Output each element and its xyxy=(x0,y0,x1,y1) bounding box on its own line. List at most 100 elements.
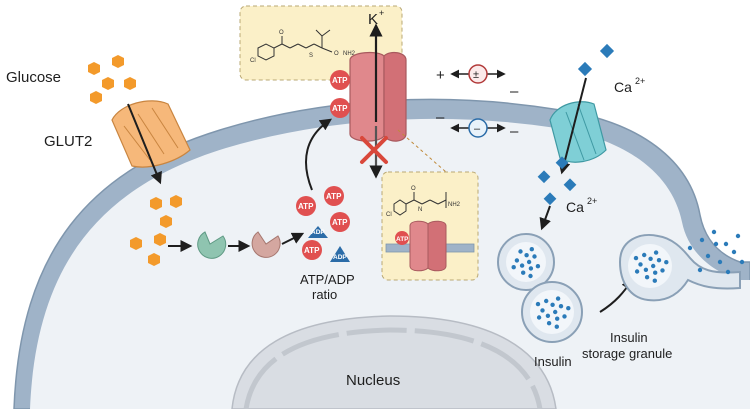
k-ion-label: K xyxy=(368,11,378,28)
adp-badge-text: ADP xyxy=(311,229,325,236)
adp-triangle xyxy=(330,246,350,262)
chem-o-atom: O xyxy=(334,51,339,57)
atp-badge-text: ATP xyxy=(396,236,409,243)
glucose-hexagon xyxy=(154,233,166,246)
glucose-hexagon xyxy=(148,253,160,266)
glucose-molecules-inside xyxy=(130,195,182,266)
insulin-dot xyxy=(528,273,533,279)
plus-sign: + xyxy=(436,67,445,84)
granule-label: storage granule xyxy=(582,346,672,361)
insulin-dot xyxy=(555,296,561,301)
released-insulin-dot xyxy=(731,249,737,255)
glut2-transporter xyxy=(111,100,191,168)
glucose-hexagon xyxy=(150,197,162,210)
glucose-entry-arrow xyxy=(127,103,162,185)
insulin-dot xyxy=(546,321,552,326)
atp-circle xyxy=(330,70,350,90)
insulin-dot xyxy=(545,313,551,318)
released-insulin-dot xyxy=(699,237,705,243)
atp-badge-text: ATP xyxy=(332,76,348,85)
ca-ion xyxy=(577,61,593,77)
arrow-to-atp xyxy=(281,232,305,245)
adp-triangle xyxy=(308,226,328,238)
released-insulin-dot xyxy=(711,229,717,235)
insulin-dot xyxy=(519,263,525,268)
ca-to-granule-arrow xyxy=(539,205,551,231)
insulin-dot xyxy=(566,306,571,311)
released-insulin-dot xyxy=(717,259,723,265)
minus-symbol: – xyxy=(474,123,481,135)
mini-katp-channel xyxy=(427,220,447,272)
insulin-dot xyxy=(536,315,542,320)
insulin-dot xyxy=(562,314,567,319)
insulin-dot xyxy=(648,256,653,261)
chem-s: S xyxy=(309,53,313,59)
insulin-dot xyxy=(535,264,541,269)
insulin-granule-2 xyxy=(521,281,583,343)
glucose-hexagon xyxy=(124,77,136,90)
k-ion-charge: + xyxy=(379,8,384,18)
insulin-dot xyxy=(633,255,639,261)
atp-circle xyxy=(324,186,344,206)
insulin-dot xyxy=(540,308,545,313)
insulin-dot xyxy=(511,265,516,270)
insulin-dot xyxy=(514,258,520,263)
released-insulin-dot xyxy=(735,233,741,239)
insulin-dot xyxy=(642,252,647,258)
chem-o: O xyxy=(279,30,284,36)
released-insulin-dot xyxy=(687,245,693,251)
glucose-hexagon xyxy=(130,237,142,250)
insulin-dot xyxy=(643,267,649,272)
glycolysis-enzyme-2 xyxy=(251,231,281,258)
glucose-molecules-outside xyxy=(88,55,136,104)
glut2-label: GLUT2 xyxy=(44,133,92,150)
minus-sign: – xyxy=(510,83,519,100)
insulin-dot xyxy=(644,275,650,280)
glucose-hexagon xyxy=(160,215,172,228)
nucleus-label: Nucleus xyxy=(346,372,400,389)
insulin-dot xyxy=(653,270,658,275)
glucose-label: Glucose xyxy=(6,69,61,86)
atp-badge-text: ATP xyxy=(304,246,320,255)
insulin-dot xyxy=(558,304,564,309)
chem-cl: Cl xyxy=(386,212,392,218)
atp-badge-text: ATP xyxy=(298,202,314,211)
minus-icon xyxy=(468,118,488,138)
chem-nh2: NH2 xyxy=(448,202,461,208)
insulin-dot xyxy=(528,266,534,271)
atp-circle xyxy=(296,196,316,216)
released-insulin-dot xyxy=(723,241,729,247)
insulin-dot xyxy=(532,254,537,259)
insulin-dot xyxy=(529,247,534,252)
atp-circle xyxy=(330,212,350,232)
atp-badge-text: ATP xyxy=(332,104,348,113)
insulin-dot xyxy=(544,298,549,304)
insulin-dot xyxy=(664,260,669,265)
released-insulin-dot xyxy=(697,267,703,273)
glucose-hexagon xyxy=(112,55,124,68)
mini-katp-channel xyxy=(409,220,429,272)
minus-sign: – xyxy=(436,109,445,126)
chem-nh2: NH2 xyxy=(343,51,356,57)
insulin-dot xyxy=(652,278,657,283)
insulin-dot xyxy=(535,301,541,307)
insulin-dot xyxy=(555,316,560,321)
chem-cl: Cl xyxy=(250,58,256,64)
granule-label: Insulin xyxy=(610,330,648,345)
ca-charge-mid: 2+ xyxy=(587,196,597,206)
pm-icon xyxy=(468,64,488,84)
insulin-granule-fusing xyxy=(618,234,741,302)
ca-ion xyxy=(599,43,615,59)
ca-label-mid: Ca xyxy=(566,199,584,215)
ca-label-top: Ca xyxy=(614,79,632,95)
atp-adp-label: ATP/ADP xyxy=(300,272,355,287)
atp-pool: ATP ATP ATP ATP ADP ADP xyxy=(296,186,350,262)
released-insulin-dot xyxy=(705,253,711,259)
insulin-dot xyxy=(518,249,523,254)
atp-adp-label: ratio xyxy=(312,287,337,302)
pm-symbol: ± xyxy=(473,69,479,81)
chem-o: O xyxy=(411,186,416,192)
drug-structure-bottom xyxy=(393,192,447,216)
